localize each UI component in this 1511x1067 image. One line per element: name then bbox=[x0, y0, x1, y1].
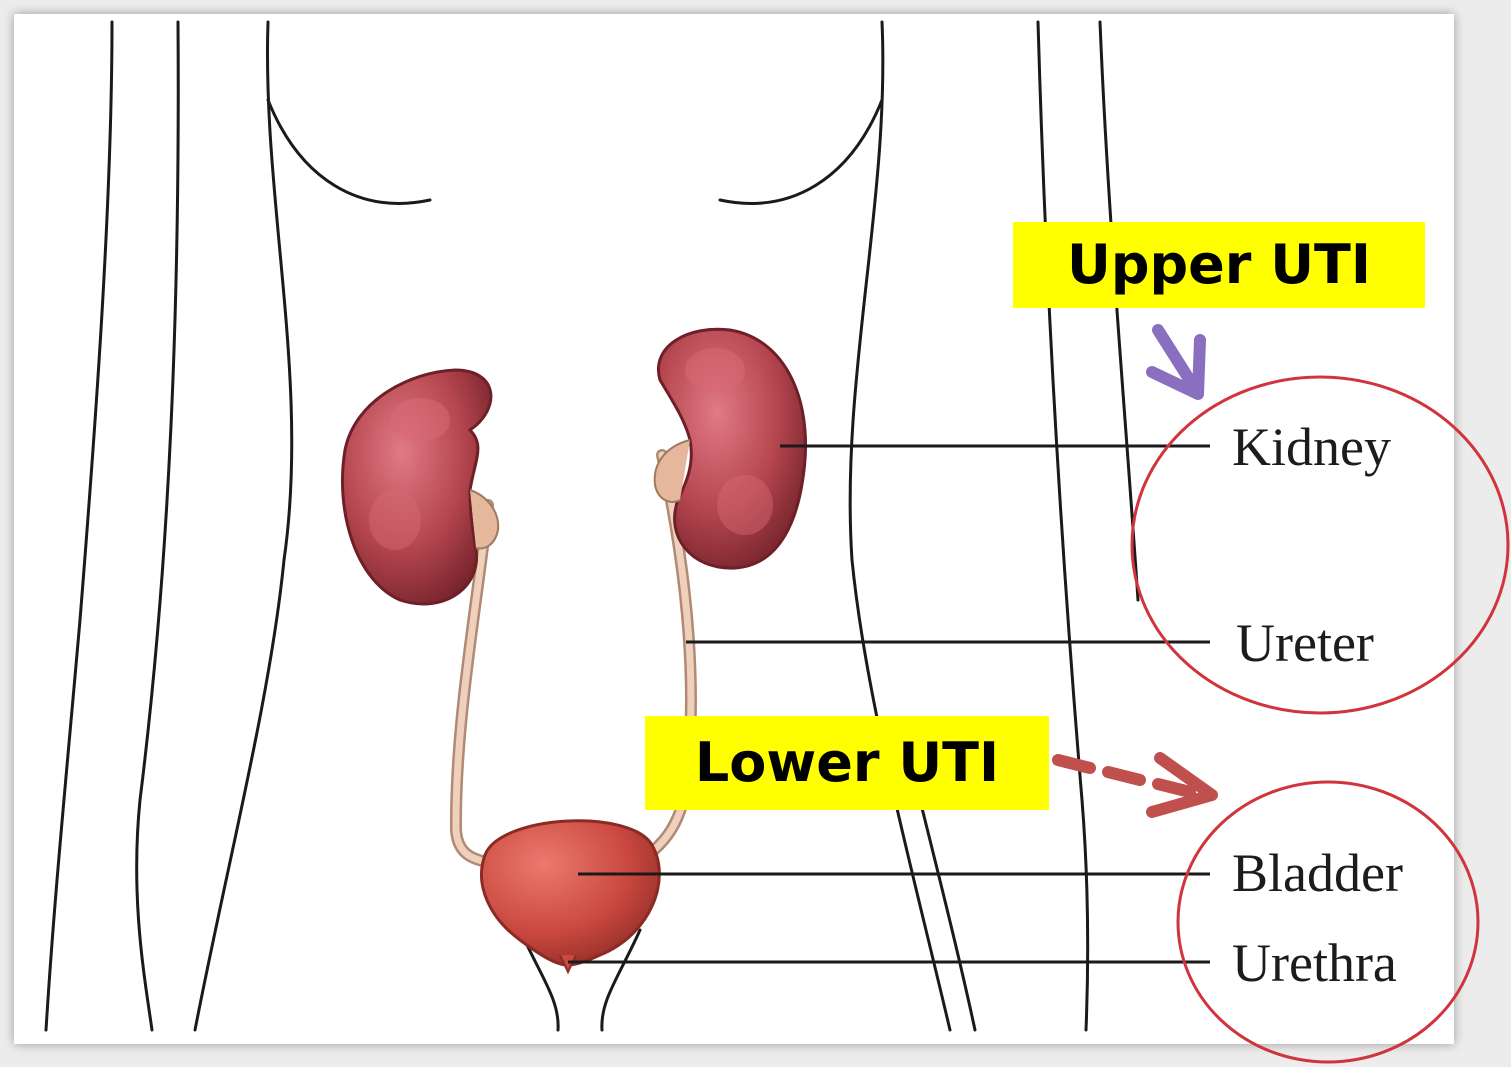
kidney-label: Kidney bbox=[1232, 420, 1391, 474]
arrow-down-right-icon bbox=[1152, 330, 1200, 394]
right-kidney bbox=[655, 329, 806, 568]
left-arm-outer bbox=[46, 22, 112, 1030]
left-arm-inner bbox=[137, 22, 179, 1030]
leader-lines bbox=[568, 446, 1210, 962]
left-kidney bbox=[342, 370, 498, 604]
urethra-label: Urethra bbox=[1232, 936, 1397, 990]
ureter-label: Ureter bbox=[1236, 616, 1374, 670]
left-torso bbox=[195, 22, 292, 1030]
upper-uti-callout: Upper UTI bbox=[1013, 222, 1425, 308]
right-breast bbox=[720, 100, 882, 203]
lower-uti-callout: Lower UTI bbox=[645, 716, 1049, 810]
right-arm-outer bbox=[1100, 22, 1138, 600]
lower-tract-circle bbox=[1178, 782, 1478, 1062]
right-torso bbox=[850, 22, 950, 1030]
bladder bbox=[482, 821, 660, 972]
left-breast bbox=[268, 100, 430, 203]
bladder-label: Bladder bbox=[1232, 846, 1403, 900]
right-arm-inner bbox=[1038, 22, 1088, 1030]
